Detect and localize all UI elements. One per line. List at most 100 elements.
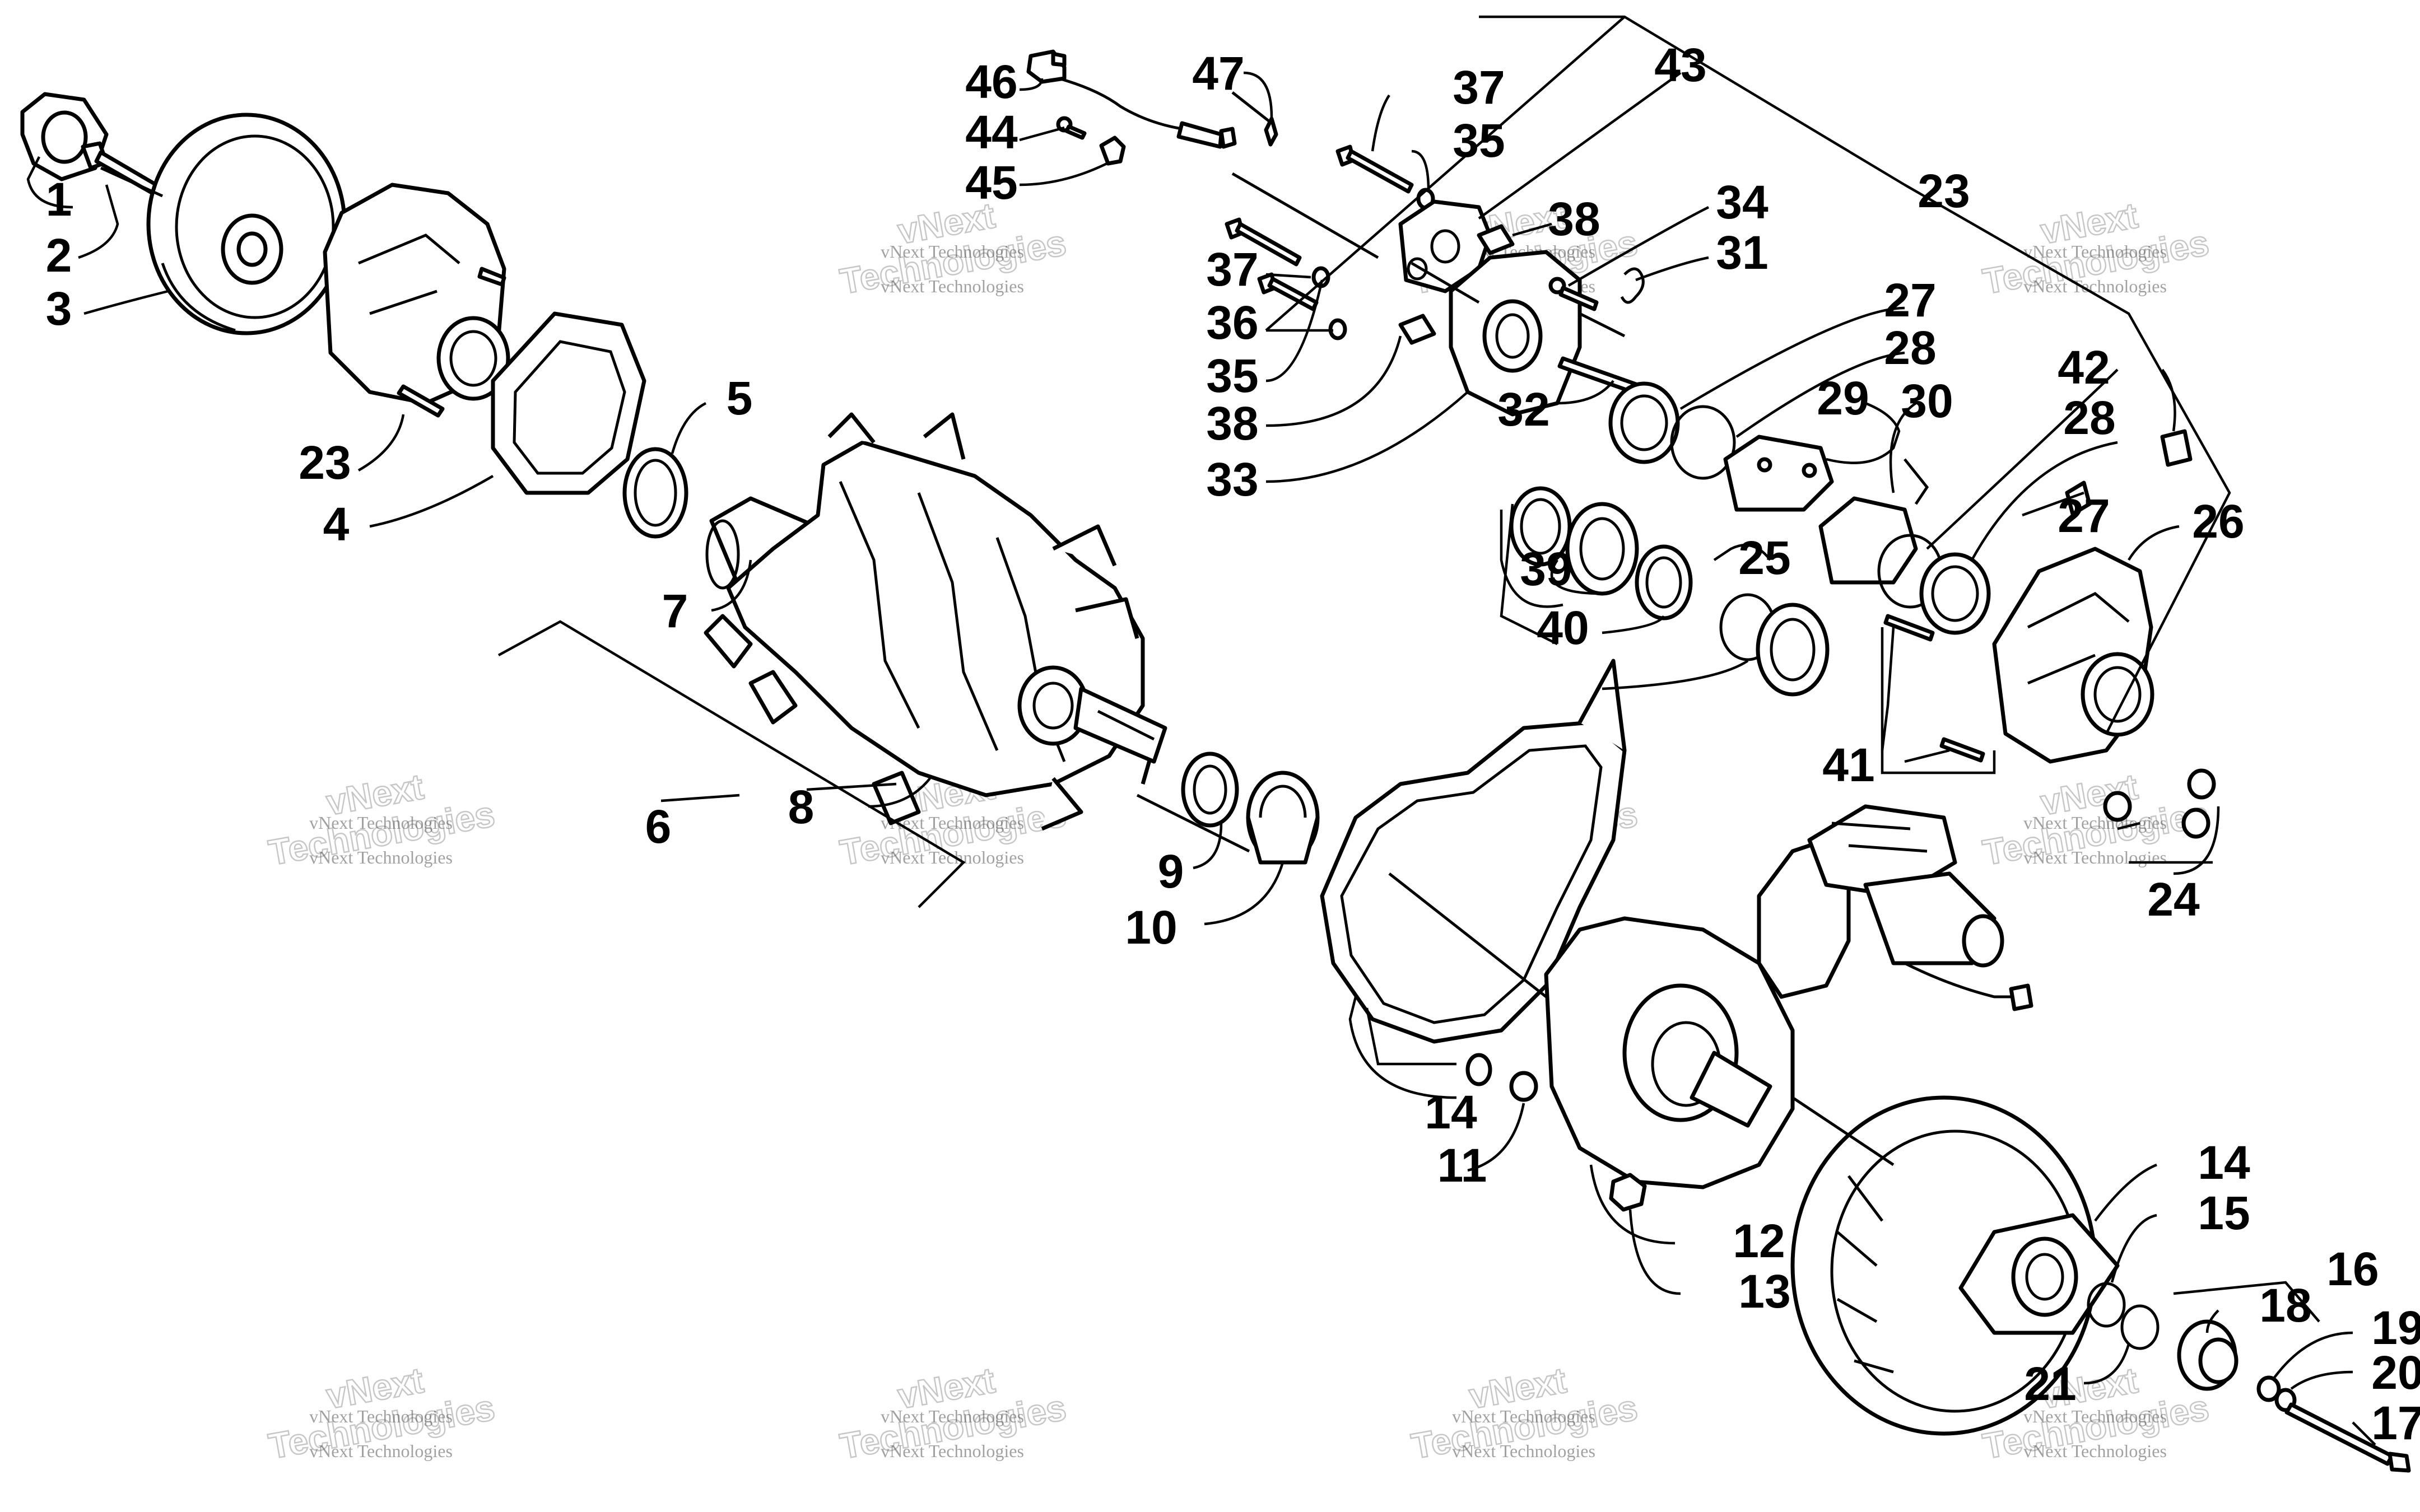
callout-37: 37 [1453, 61, 1505, 114]
callout-35: 35 [1206, 349, 1258, 402]
callout-29: 29 [1817, 372, 1869, 424]
callout-40: 40 [1537, 601, 1589, 654]
part-bushings-38 [1398, 224, 1515, 345]
callout-25: 25 [1738, 531, 1790, 584]
part-bolt-36 [1257, 272, 1319, 311]
part-piston-27-left [1608, 381, 1680, 464]
callout-11: 11 [1437, 1139, 1487, 1192]
watermark-small-2: vNext Technologies [881, 1441, 1024, 1461]
part-seal-9 [1181, 752, 1239, 828]
watermark-small: vNext Technologies [2023, 1406, 2167, 1426]
callout-6: 6 [645, 800, 672, 853]
part-speed-sensor-harness [1026, 49, 1278, 149]
watermark-small-2: vNext Technologies [309, 847, 453, 867]
callout-42: 42 [2058, 341, 2110, 394]
callout-38: 38 [1548, 193, 1600, 245]
part-washers-35-lower [1311, 266, 1347, 340]
part-bearing-10 [1246, 771, 1320, 865]
part-bolt-37-upper [1335, 144, 1414, 194]
callout-43: 43 [1654, 39, 1706, 91]
callout-36: 36 [1206, 296, 1258, 349]
part-drive-clutch-housing [323, 183, 510, 418]
watermark-small: vNext Technologies [2023, 241, 2167, 262]
callout-26: 26 [2192, 495, 2244, 548]
watermark-small: vNext Technologies [881, 241, 1024, 262]
part-bearing-39-b [1756, 603, 1830, 697]
watermark-small: vNext Technologies [1452, 1406, 1595, 1426]
callout-46: 46 [965, 55, 1017, 108]
part-nut-14-left [1609, 1173, 1647, 1212]
callout-33: 33 [1206, 453, 1258, 506]
callout-13: 13 [1738, 1265, 1790, 1318]
callout-15: 15 [2198, 1187, 2250, 1239]
part-bearing-39 [1565, 502, 1639, 596]
callout-32: 32 [1497, 383, 1549, 436]
callout-2: 2 [46, 229, 72, 282]
part-brake-pad-29 [1723, 435, 1834, 512]
part-track-sprocket-assembly [704, 412, 1156, 831]
part-brake-caliper [1449, 250, 1582, 417]
leader-lines [26, 15, 2376, 1446]
part-washer-12 [1465, 1053, 1492, 1086]
callout-27: 27 [1884, 274, 1936, 326]
part-cap-42 [2160, 429, 2193, 467]
watermark-small-2: vNext Technologies [1452, 1441, 1595, 1461]
callout-27: 27 [2058, 489, 2110, 542]
part-bolt-22 [2284, 1402, 2411, 1473]
watermark-small: vNext Technologies [309, 813, 453, 833]
part-bolt-37-lower [1225, 217, 1302, 267]
part-driven-clutch [1790, 1095, 2120, 1436]
callout-35: 35 [1453, 114, 1505, 167]
part-bleeder-26 [2065, 480, 2092, 516]
part-ring-17 [2120, 1304, 2160, 1350]
callout-16: 16 [2326, 1243, 2379, 1295]
callout-47: 47 [1192, 47, 1244, 100]
part-seal-40-b [1635, 544, 1693, 620]
part-sprocket-hub [1017, 665, 1167, 764]
callout-30: 30 [1901, 375, 1953, 427]
watermark-small: vNext Technologies [881, 1406, 1024, 1426]
part-caliper-housing-25 [1992, 547, 2154, 764]
callout-23: 23 [1918, 165, 1970, 217]
callout-1: 1 [46, 173, 72, 226]
watermark-small-2: vNext Technologies [309, 1441, 453, 1461]
part-nut-12 [1509, 1071, 1538, 1102]
part-piston-27-right [1919, 552, 1991, 635]
part-reverse-motor [1757, 804, 2033, 1011]
callout-19: 19 [2371, 1301, 2420, 1354]
callout-44: 44 [965, 106, 1018, 158]
watermark-small: vNext Technologies [309, 1406, 453, 1426]
callout-28: 28 [2063, 391, 2115, 444]
callout-28: 28 [1884, 321, 1936, 374]
callout-17: 17 [2371, 1397, 2420, 1449]
callout-3: 3 [46, 282, 72, 335]
callout-14: 14 [2198, 1136, 2250, 1189]
part-washer-20 [2256, 1375, 2281, 1402]
callout-37: 37 [1206, 243, 1258, 296]
callout-41: 41 [1822, 739, 1874, 791]
callout-31: 31 [1716, 226, 1768, 279]
callout-8: 8 [788, 781, 815, 833]
callout-23: 23 [299, 436, 351, 489]
watermark-small-2: vNext Technologies [2023, 1441, 2167, 1461]
callout-12: 12 [1733, 1215, 1785, 1267]
watermark-small-2: vNext Technologies [881, 847, 1024, 867]
part-gasket-4 [491, 311, 646, 495]
callout-38: 38 [1206, 397, 1258, 450]
part-pin-34 [1548, 277, 1599, 311]
callout-34: 34 [1716, 176, 1769, 228]
part-ring-16 [2087, 1282, 2126, 1328]
part-drive-sheave [146, 113, 347, 335]
part-chaincase [1544, 916, 1795, 1189]
part-chaincase-gasket [1320, 659, 1627, 1044]
watermark-small-2: vNext Technologies [881, 276, 1024, 296]
